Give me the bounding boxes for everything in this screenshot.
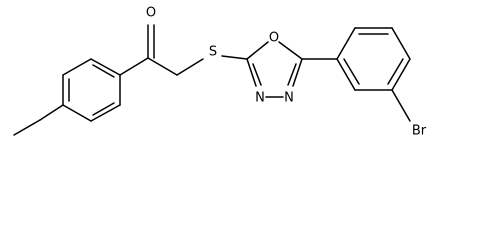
bond-s-oxadiazole	[221, 55, 248, 60]
thioether-link	[221, 55, 248, 60]
bond-ring-carbonyl	[119, 57, 149, 76]
ring2-bond-6	[336, 58, 356, 91]
atom-label-nitrogen-left: N	[255, 91, 265, 106]
chemical-structure-canvas: O S O N N Br	[13, 6, 427, 139]
atom-label-ring-oxygen: O	[269, 31, 279, 46]
ring1-bond-2	[62, 58, 92, 76]
oxa-bond-c5-n4	[292, 58, 303, 87]
ring1-bond-6	[62, 104, 92, 122]
ring1-bond-5	[90, 104, 121, 122]
bond-c-br	[391, 89, 411, 122]
oxa-bond-n3-c2	[246, 58, 257, 87]
ring1-bond-3	[90, 58, 121, 76]
ring2-bond-4	[391, 58, 411, 91]
ring1-double-3	[92, 102, 115, 116]
oxa-double-c5-n4	[287, 63, 297, 86]
bond-carbonyl-ch2	[147, 57, 178, 76]
bromine-link	[391, 89, 411, 122]
atom-labels: O S O N N Br	[146, 6, 427, 139]
molecule-drawing: O S O N N Br	[13, 6, 427, 139]
ketone-linker	[119, 24, 204, 76]
bond-ethyl-ch3	[13, 119, 41, 136]
oxa-bond-c2-o	[246, 41, 269, 60]
oxa-double-n3-c2	[252, 63, 262, 86]
ring2-bond-3	[391, 27, 411, 60]
bond-ethyl-ch2	[39, 104, 64, 121]
oxadiazole-ring	[246, 41, 303, 98]
atom-label-sulfur: S	[209, 45, 217, 60]
ethylphenyl-ring	[62, 58, 121, 122]
ring2-double-3	[343, 58, 360, 85]
ring2-double-2	[387, 58, 404, 85]
atom-label-nitrogen-right: N	[284, 91, 294, 106]
bromophenyl-ring	[336, 27, 411, 91]
atom-label-bromine: Br	[412, 124, 427, 139]
ring1-double-2	[92, 64, 115, 78]
bond-ch2-s	[176, 58, 204, 76]
atom-label-carbonyl-oxygen: O	[146, 6, 156, 21]
ring2-bond-1	[336, 27, 356, 60]
oxa-bond-o-c5	[278, 41, 303, 60]
ethyl-group	[13, 104, 64, 136]
